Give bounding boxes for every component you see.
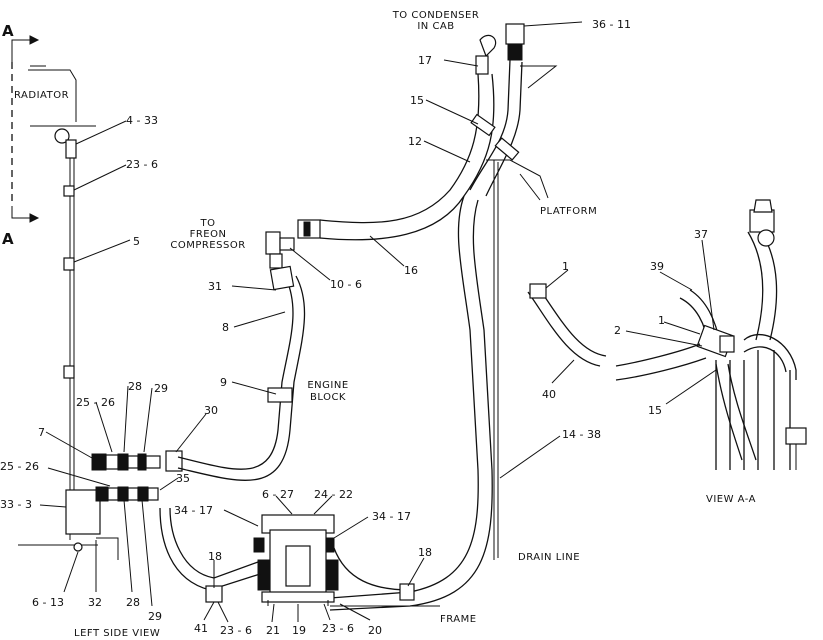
callout-20: 20 bbox=[368, 624, 382, 637]
caption-platform: PLATFORM bbox=[540, 206, 597, 217]
callout-23-6-left: 23 - 6 bbox=[220, 624, 252, 637]
callout-29-lower: 29 bbox=[148, 610, 162, 623]
callout-23-6-right: 23 - 6 bbox=[322, 622, 354, 635]
engine-block-clip-9 bbox=[267, 387, 293, 403]
callout-14-38: 14 - 38 bbox=[562, 428, 601, 441]
hose-16-fitting bbox=[297, 219, 321, 239]
callout-15: 15 bbox=[410, 94, 424, 107]
callout-6-13: 6 - 13 bbox=[32, 596, 64, 609]
callout-29-upper: 29 bbox=[154, 382, 168, 395]
radiator-outline bbox=[28, 65, 96, 127]
callout-25-26-upper: 25 - 26 bbox=[76, 396, 115, 409]
callout-18-right: 18 bbox=[418, 546, 432, 559]
callout-34-17-right: 34 - 17 bbox=[372, 510, 411, 523]
callout-9: 9 bbox=[220, 376, 227, 389]
caption-view-aa: VIEW A-A bbox=[706, 494, 756, 505]
caption-frame: FRAME bbox=[440, 614, 477, 625]
hose-right-valve bbox=[333, 547, 411, 591]
callout-16: 16 bbox=[404, 264, 418, 277]
callout-5: 5 bbox=[133, 235, 140, 248]
caption-radiator: RADIATOR bbox=[14, 90, 69, 101]
callout-33-3: 33 - 3 bbox=[0, 498, 32, 511]
callout-25-26-lower: 25 - 26 bbox=[0, 460, 39, 473]
callout-30: 30 bbox=[204, 404, 218, 417]
callout-1-left: 1 bbox=[562, 260, 569, 273]
callout-23-6: 23 - 6 bbox=[126, 158, 158, 171]
radiator-drain-tube bbox=[69, 150, 75, 540]
fitting-18-right bbox=[399, 583, 415, 601]
callout-35: 35 bbox=[176, 472, 190, 485]
fitting-18-left bbox=[205, 585, 223, 603]
callout-6-27: 6 - 27 bbox=[262, 488, 294, 501]
callout-1-view: 1 bbox=[658, 314, 665, 327]
caption-drain-line: DRAIN LINE bbox=[518, 552, 580, 563]
callout-28-upper: 28 bbox=[128, 380, 142, 393]
valve-assembly bbox=[253, 514, 339, 606]
callout-40: 40 bbox=[542, 388, 556, 401]
caption-left-side-view: LEFT SIDE VIEW bbox=[74, 628, 160, 639]
section-marker-bottom-label: A bbox=[2, 230, 14, 248]
radiator-petcock bbox=[54, 128, 77, 159]
view-aa-assembly bbox=[615, 199, 807, 470]
callout-37: 37 bbox=[694, 228, 708, 241]
callout-21: 21 bbox=[266, 624, 280, 637]
callout-7: 7 bbox=[38, 426, 45, 439]
drain-line-14-38 bbox=[329, 160, 499, 611]
section-marker-top: A bbox=[2, 22, 40, 62]
fitting-row-upper bbox=[91, 450, 183, 472]
clip-lower bbox=[63, 365, 75, 379]
clip-5 bbox=[63, 257, 75, 271]
callout-2: 2 bbox=[614, 324, 621, 337]
callout-18-left: 18 bbox=[208, 550, 222, 563]
hose-16 bbox=[319, 73, 495, 241]
platform-clip-15 bbox=[470, 113, 520, 161]
callout-4-33: 4 - 33 bbox=[126, 114, 158, 127]
callout-32: 32 bbox=[88, 596, 102, 609]
callout-17: 17 bbox=[418, 54, 432, 67]
callout-41: 41 bbox=[194, 622, 208, 635]
callout-34-17-left: 34 - 17 bbox=[174, 504, 213, 517]
hose-40 bbox=[527, 283, 607, 367]
callout-19: 19 bbox=[292, 624, 306, 637]
condenser-fittings bbox=[475, 23, 558, 89]
callout-15-view: 15 bbox=[648, 404, 662, 417]
callout-10-6: 10 - 6 bbox=[330, 278, 362, 291]
callouts: 36 - 11 17 15 12 4 - 33 23 - 6 5 16 10 -… bbox=[0, 18, 708, 637]
leader-lines bbox=[39, 21, 717, 623]
section-marker-top-label: A bbox=[2, 22, 14, 40]
callout-36-11: 36 - 11 bbox=[592, 18, 631, 31]
callout-12: 12 bbox=[408, 135, 422, 148]
callout-39: 39 bbox=[650, 260, 664, 273]
callout-31: 31 bbox=[208, 280, 222, 293]
callout-24-22: 24 - 22 bbox=[314, 488, 353, 501]
platform-plate bbox=[486, 159, 549, 199]
fitting-row-lower bbox=[18, 486, 159, 560]
clip-23-6 bbox=[63, 185, 75, 197]
hose-8-30 bbox=[177, 275, 306, 481]
callout-8: 8 bbox=[222, 321, 229, 334]
callout-28-lower: 28 bbox=[126, 596, 140, 609]
compressor-fitting bbox=[265, 231, 295, 291]
section-marker-bottom: A bbox=[2, 206, 40, 248]
